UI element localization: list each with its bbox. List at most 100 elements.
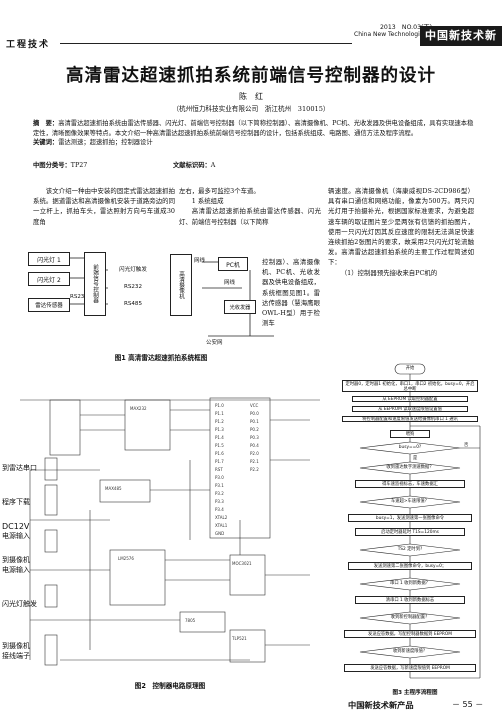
section-heading: 1 系统组成 [191,197,224,206]
radar-box: 雷达传感器 [28,298,70,312]
flow-busy-check: busy==0? [398,445,422,450]
label-camera-port-2: 接线端子 [2,652,30,660]
column-1: 该文介绍一种由中安装的固定式雷达超速抓拍系统。据道雷达和高清摄像机安装于道路旁边… [33,186,175,227]
svg-text:P2.0: P2.0 [250,451,259,456]
figure-2-caption: 图2 控制器电路原理图 [134,682,206,690]
paragraph: 辆速度。高清摄像机（海康威视DS-2CD986型）具有串口通信和网络功能，像素为… [328,187,474,267]
controller-box: 前端信号控制器 [84,252,106,316]
flow-init: 定时器0，定时器1 初始化，串口1，串口2 初始化，busy=0，开启总中断 [342,380,478,392]
flow-timer-check: TS2 定时到? [397,547,423,552]
class-value: TP27 [70,162,88,169]
abstract-text: 高清雷达超速抓拍系统由雷达传感器、闪光灯、前端信号控制器（以下简称控制器）、高清… [33,120,474,137]
optical-box: 光收发器 [224,300,256,314]
svg-text:RST: RST [215,467,223,472]
flow-read-config: 从 EEPROM 读取控制器配置 [352,396,468,402]
column-2-wrap: 控制器）、高清摄像机、PC机、光收发器及供电设备组成，系统框图见图1。雷达传感器… [262,257,320,328]
flow-limit-check: 收到新速度限值？ [392,649,428,654]
section-label: 工程技术 [6,40,51,50]
class-label: 中图分类号： [33,162,71,169]
svg-text:XTAL1: XTAL1 [215,523,228,528]
flow-read-speed: 从 EEPROM 读取速度限值设置值 [352,406,468,412]
network-mid-label: 网线 [224,280,236,286]
label-power-input: 电源输入 [2,532,30,540]
flow-serial-check: 串口 1 收到新数据？ [390,581,430,586]
label-camera-port: 到摄像机 [2,642,30,650]
flow-start-timer: 启动定时器延时 T1S=120ms [355,528,465,536]
page-number: － 55 － [452,700,484,709]
affiliation: （杭州恒力科技实业有限公司 浙江杭州 310015） [172,105,330,113]
flow-second-image: 发送测速第二张图像命令，busy=0； [348,562,472,570]
abstract-label: 摘 要： [33,120,59,127]
flow-config-check: 收到新控制器配置？ [390,615,430,620]
svg-text:MAX232: MAX232 [130,406,147,411]
abstract-block: 摘 要：高清雷达超速抓拍系统由雷达传感器、闪光灯、前端信号控制器（以下简称控制器… [33,119,475,148]
svg-text:P1.0: P1.0 [215,403,224,408]
column-2: 左右，最多可监控3个车道。 1 系统组成 高清雷达超速抓拍系统由雷达传感器、闪光… [179,186,321,227]
svg-text:P0.1: P0.1 [250,419,259,424]
svg-text:P3.1: P3.1 [215,483,224,488]
flow-send-config: 将控制器配置和速度限值发送给摄像机串口 1 通讯 [342,416,478,422]
system-block-diagram: 闪光灯 1 闪光灯 2 雷达传感器 RS232 前端信号控制器 闪光灯触发 RS… [28,248,316,346]
keywords-label: 关键词： [33,139,59,147]
header-rule [60,43,352,44]
doc-value: A [210,162,216,169]
flow-feed-dog: 喂狗 [390,430,430,438]
svg-text:P3.4: P3.4 [215,507,224,512]
flow-set-busy: busy=1，发送测速第一张图像命令 [348,514,472,522]
svg-text:P1.3: P1.3 [215,427,224,432]
main-flowchart: 开始 定时器0，定时器1 初始化，串口1，串口2 初始化，busy=0，开启总中… [340,362,490,702]
flow-radar-calc: 得车速监视标志，车速数据汇 [355,480,465,488]
label-program-download: 程序下载 [2,498,30,506]
svg-text:P1.6: P1.6 [215,451,224,456]
paragraph: 左右，最多可监控3个车道。 [179,187,260,195]
label-camera-power-2: 电源输入 [2,566,30,574]
svg-text:P0.3: P0.3 [250,435,259,440]
author: 陈 红 [239,92,263,101]
svg-text:GND: GND [215,531,224,536]
flow-write-config: 发送应答数据，写配控制器数据到 EEPROM [344,630,476,638]
public-net-label: 公安网 [206,340,223,346]
rs232-left-label: RS232 [70,294,88,300]
label-flash-trigger: 闪光灯触发 [2,600,37,608]
doc-label: 文献标识码： [173,162,211,169]
journal-logo: 中国新技术新产品 [420,26,502,62]
column-3: 辆速度。高清摄像机（海康威视DS-2CD986型）具有串口通信和网络功能，像素为… [328,186,474,278]
label-camera-power: 到摄像机 [2,556,30,564]
footer-journal: 中国新技术新产品 [348,700,414,710]
flash-1-box: 闪光灯 1 [28,252,70,266]
svg-text:P1.1: P1.1 [215,411,224,416]
svg-text:XTAL2: XTAL2 [215,515,228,520]
doc-code: 文献标识码：A [173,160,215,169]
svg-text:VCC: VCC [250,403,259,408]
flow-start: 开始 [405,366,415,371]
flow-over-limit: 车速超>车速限值？ [391,499,429,504]
paragraph: 控制器）、高清摄像机、PC机、光收发器及供电设备组成，系统框图见图1。雷达传感器… [262,258,320,328]
network-top-label: 网线 [194,258,206,264]
svg-text:MOC3021: MOC3021 [232,561,252,566]
figure-1-caption: 图1 高清雷达超速抓拍系统框图 [114,354,208,362]
flow-no-label: 否 [464,443,469,448]
svg-text:LM2576: LM2576 [118,556,134,561]
svg-text:P1.5: P1.5 [215,443,224,448]
rs232-mid-label: RS232 [108,281,158,292]
camera-box: 高清摄像机 [170,254,192,316]
svg-text:P3.0: P3.0 [215,475,224,480]
flow-write-limit: 发送应答数据，写新速度限值到 EEPROM [344,664,476,672]
svg-text:P2.1: P2.1 [250,459,259,464]
abstract: 摘 要：高清雷达超速抓拍系统由雷达传感器、闪光灯、前端信号控制器（以下简称控制器… [33,119,475,138]
svg-text:P0.4: P0.4 [250,443,259,448]
figure-3-caption: 图3 主程序流程图 [392,690,438,696]
flash-2-box: 闪光灯 2 [28,272,70,286]
pc-box: PC机 [218,257,248,271]
svg-text:P1.4: P1.4 [215,435,224,440]
keywords-text: 雷达测速；超速抓拍；控制器设计 [58,139,153,147]
svg-text:P3.2: P3.2 [215,491,224,496]
label-radar-serial: 到雷达串口 [2,464,37,472]
svg-text:TLP521: TLP521 [231,636,247,641]
flow-clear-serial: 清串口 1 收到新数据标志 [355,596,465,604]
article-title: 高清雷达超速抓拍系统前端信号控制器的设计 [66,66,436,86]
flow-yes-label: 是 [413,456,418,461]
flow-radar-check: 收到雷达数字测速数据？ [386,465,434,470]
